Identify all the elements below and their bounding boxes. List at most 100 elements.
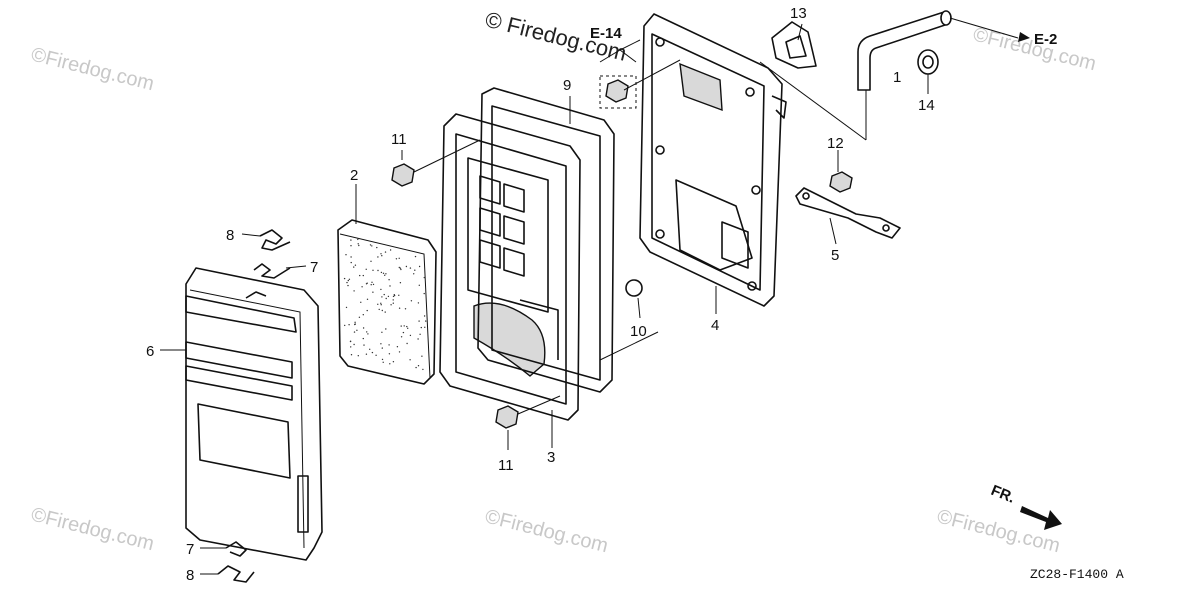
foam-dot: [396, 346, 399, 348]
foam-dot: [380, 343, 382, 345]
diagram-code: ZC28-F1400 A: [1030, 567, 1124, 582]
foam-dot: [420, 326, 422, 329]
foam-dot: [414, 255, 417, 258]
foam-dot: [381, 331, 383, 333]
foam-dot: [346, 281, 348, 284]
foam-dot: [413, 273, 415, 275]
foam-dot: [345, 254, 347, 256]
front-label: FR.: [989, 482, 1018, 507]
foam-dot: [362, 274, 364, 277]
part-labels: 1 2 3 4 5 6 7 7 8 8 9 10 11 11 12 13 14: [146, 5, 935, 584]
foam-dot: [400, 268, 402, 271]
foam-dot: [350, 245, 352, 247]
foam-dot: [406, 342, 408, 345]
foam-dot: [417, 338, 419, 340]
air-cleaner-cover: [185, 267, 323, 561]
hardware: [391, 75, 853, 429]
foam-dot: [350, 261, 352, 264]
foam-dot: [418, 284, 420, 286]
foam-dot: [357, 243, 359, 245]
foam-dot: [380, 304, 382, 306]
foam-dot: [388, 344, 390, 346]
foam-dot: [398, 307, 401, 309]
foam-dot: [354, 264, 357, 266]
foam-dot: [389, 363, 391, 365]
foam-dot: [421, 355, 423, 357]
label-part-6: 6: [146, 343, 154, 360]
foam-dot: [382, 272, 385, 274]
label-part-13: 13: [790, 5, 807, 22]
label-part-9: 9: [563, 77, 571, 94]
foam-dot: [423, 315, 426, 317]
foam-dot: [348, 278, 351, 280]
foam-dot: [387, 295, 390, 298]
label-part-5: 5: [831, 247, 839, 264]
foam-dot: [343, 277, 346, 280]
foam-dot: [380, 271, 383, 274]
foam-dot: [395, 258, 398, 260]
foam-dot: [357, 238, 359, 241]
foam-dot: [390, 304, 392, 306]
foam-dot: [406, 325, 408, 328]
foam-dot: [419, 333, 421, 335]
foam-dot: [414, 269, 416, 271]
foam-dot: [417, 302, 420, 304]
foam-dot: [347, 279, 349, 282]
foam-dot: [353, 331, 356, 333]
foam-dot: [377, 256, 379, 258]
foam-dot: [371, 245, 373, 247]
foam-dot: [380, 253, 382, 255]
foam-dot: [350, 239, 352, 241]
foam-dot: [382, 361, 384, 363]
foam-dot: [404, 308, 407, 310]
foam-dot: [385, 273, 387, 275]
element-case: [439, 113, 581, 421]
foam-dot: [348, 324, 350, 326]
foam-dot: [389, 285, 391, 287]
watermark-bottom-left: ©Firedog.com: [29, 504, 156, 556]
foam-dot: [385, 328, 387, 330]
foam-dot: [369, 348, 371, 350]
foam-dot: [385, 297, 387, 300]
leader-lines: [160, 17, 1019, 575]
foam-texture: [343, 238, 427, 371]
foam-dot: [392, 302, 394, 304]
foam-dot: [424, 326, 426, 328]
e2-arrow-head: [1018, 32, 1030, 42]
foam-dot: [381, 296, 383, 298]
foam-dot: [366, 298, 369, 300]
foam-dot: [350, 346, 352, 348]
foam-dot: [369, 244, 372, 246]
foam-dot: [384, 311, 386, 313]
foam-dot: [371, 281, 373, 283]
watermark-bottom-right: ©Firedog.com: [935, 506, 1062, 558]
foam-dot: [359, 274, 361, 277]
label-part-10: 10: [630, 323, 647, 340]
foam-dot: [371, 351, 374, 354]
foam-dot: [398, 294, 400, 296]
foam-dot: [375, 354, 377, 356]
foam-dot: [377, 303, 379, 305]
label-part-2: 2: [350, 167, 358, 184]
foam-dot: [392, 295, 395, 298]
label-part-8-top: 8: [226, 227, 234, 244]
foam-dot: [353, 343, 355, 346]
foam-dot: [356, 329, 358, 331]
foam-dot: [422, 368, 424, 371]
label-part-7-bottom: 7: [186, 541, 194, 558]
foam-dot: [423, 292, 425, 295]
foam-dot: [354, 323, 356, 325]
label-part-11-top: 11: [391, 131, 407, 148]
foam-dot: [350, 256, 352, 258]
foam-dot: [370, 260, 372, 262]
foam-dot: [381, 358, 384, 361]
foam-dot: [362, 314, 364, 316]
foam-dot: [388, 279, 390, 281]
grommet: [917, 49, 939, 75]
foam-dot: [392, 299, 394, 301]
foam-dot: [366, 309, 368, 312]
foam-dot: [366, 282, 368, 284]
gasket: [477, 87, 615, 393]
label-part-7-top: 7: [310, 259, 318, 276]
